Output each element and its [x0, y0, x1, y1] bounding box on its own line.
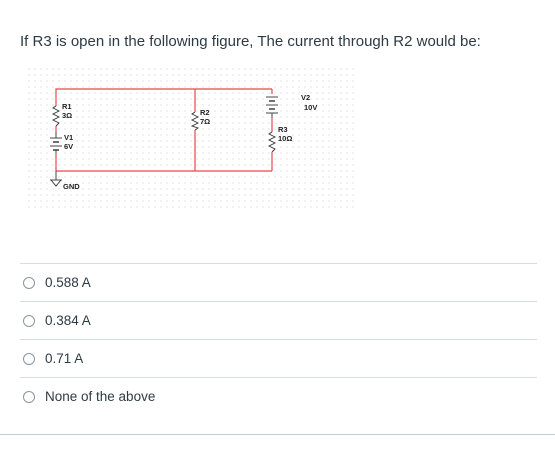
v1-name: V1	[64, 133, 73, 142]
radio-button[interactable]	[23, 390, 35, 403]
r3-value: 10Ω	[278, 134, 292, 143]
answer-label: None of the above	[45, 389, 156, 404]
v2-battery	[265, 94, 279, 118]
r3-name: R3	[278, 125, 288, 134]
r1-value: 3Ω	[62, 111, 72, 120]
v1-battery	[49, 132, 63, 154]
circuit-diagram: R1 3Ω V1 6V GND R2 7Ω V2 10V	[28, 68, 354, 208]
radio-button[interactable]	[23, 276, 35, 289]
answer-label: 0.588 A	[45, 275, 91, 290]
r3-resistor	[267, 131, 277, 153]
answer-option-4[interactable]: None of the above	[20, 377, 537, 415]
answer-label: 0.71 A	[45, 351, 84, 366]
v2-value: 10V	[304, 103, 317, 112]
r2-value: 7Ω	[200, 117, 210, 126]
gnd-label: GND	[63, 182, 80, 191]
r2-name: R2	[200, 108, 210, 117]
answer-option-2[interactable]: 0.384 A	[20, 301, 537, 339]
r1-resistor	[51, 105, 61, 127]
v1-value: 6V	[64, 142, 73, 151]
bottom-divider	[0, 434, 555, 435]
r1-name: R1	[62, 102, 72, 111]
question-text: If R3 is open in the following figure, T…	[20, 33, 481, 50]
v2-name: V2	[301, 93, 310, 102]
answer-option-1[interactable]: 0.588 A	[20, 263, 537, 301]
grid-background	[28, 68, 354, 208]
radio-button[interactable]	[23, 352, 35, 365]
answer-option-3[interactable]: 0.71 A	[20, 339, 537, 377]
ground-symbol	[50, 171, 62, 187]
r2-resistor	[190, 111, 200, 131]
answer-label: 0.384 A	[45, 313, 91, 328]
answer-list: 0.588 A 0.384 A 0.71 A None of the above	[20, 263, 537, 415]
radio-button[interactable]	[23, 314, 35, 327]
